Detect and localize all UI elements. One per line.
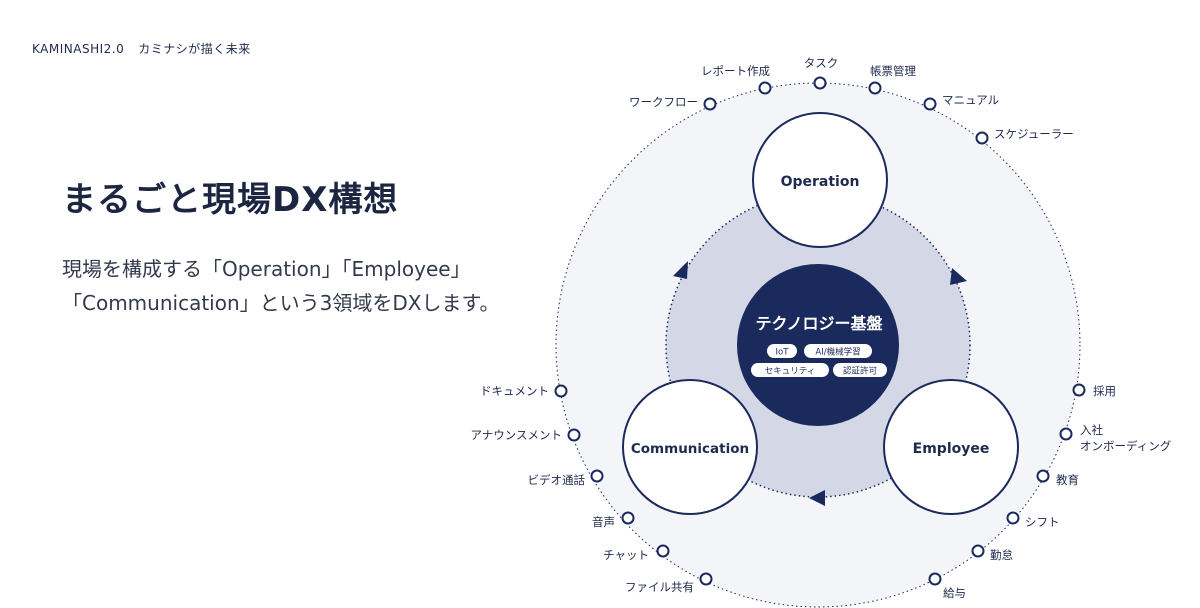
item-attendance: 勤怠: [990, 548, 1013, 562]
brand-header: KAMINASHI2.0 カミナシが描く未来: [32, 40, 251, 57]
item-report: レポート作成: [701, 64, 770, 78]
item-education: 教育: [1056, 473, 1079, 487]
node-onboarding: [1059, 427, 1073, 441]
item-document: ドキュメント: [480, 384, 549, 398]
node-scheduler: [975, 131, 989, 145]
flow-arrow-right: [950, 268, 967, 285]
tag-auth: 認証許可: [843, 366, 878, 377]
node-attendance: [971, 544, 985, 558]
node-report: [758, 81, 772, 95]
item-voice: 音声: [592, 515, 615, 529]
operation-hub-label: Operation: [781, 174, 860, 190]
item-shift: シフト: [1025, 515, 1060, 529]
node-manual: [923, 97, 937, 111]
description-line-1: 現場を構成する「Operation」「Employee」: [62, 257, 471, 281]
node-video-call: [590, 469, 604, 483]
item-payroll: 給与: [943, 586, 966, 600]
flow-arrow-bottom: [809, 490, 825, 506]
communication-hub-label: Communication: [631, 441, 749, 457]
node-education: [1036, 469, 1050, 483]
technology-core-title: テクノロジー基盤: [755, 314, 883, 333]
node-workflow: [703, 97, 717, 111]
item-video-call: ビデオ通話: [528, 473, 586, 487]
node-shift: [1006, 511, 1020, 525]
item-task: タスク: [804, 56, 839, 70]
node-hiring: [1072, 383, 1086, 397]
item-announcement: アナウンスメント: [470, 428, 562, 442]
item-manual: マニュアル: [942, 93, 999, 107]
tag-security: セキュリティ: [765, 367, 816, 377]
tag-ai: AI/機械学習: [815, 347, 860, 358]
flow-arrow-left: [673, 261, 688, 279]
item-form: 帳票管理: [870, 64, 916, 78]
description-line-2: 「Communication」という3領域をDXします。: [62, 291, 500, 315]
node-form: [868, 81, 882, 95]
tag-pill-security: [751, 363, 829, 377]
brand-tagline: カミナシが描く未来: [138, 42, 251, 56]
node-document: [554, 384, 568, 398]
item-joining: 入社: [1080, 423, 1103, 437]
tag-iot: IoT: [776, 348, 790, 358]
item-file-share: ファイル共有: [625, 580, 694, 594]
item-hiring: 採用: [1093, 384, 1116, 398]
node-file-share: [699, 572, 713, 586]
employee-hub-label: Employee: [913, 441, 990, 457]
node-announcement: [567, 428, 581, 442]
node-voice: [621, 511, 635, 525]
tag-pill-ai: [804, 344, 872, 358]
tag-pill-auth: [833, 363, 887, 377]
item-chat: チャット: [603, 548, 649, 562]
communication-hub: [622, 379, 758, 515]
employee-hub: [883, 379, 1019, 515]
node-task: [813, 76, 827, 90]
item-workflow: ワークフロー: [629, 95, 698, 109]
item-scheduler: スケジューラー: [994, 127, 1074, 141]
operation-hub: [752, 112, 888, 248]
node-chat: [656, 544, 670, 558]
tag-pill-iot: [767, 344, 797, 358]
page-description: 現場を構成する「Operation」「Employee」 「Communicat…: [62, 252, 499, 320]
page-title: まるごと現場DX構想: [62, 180, 399, 220]
node-payroll: [928, 572, 942, 586]
item-onboarding: オンボーディング: [1080, 439, 1172, 453]
brand-version: KAMINASHI2.0: [32, 42, 125, 56]
